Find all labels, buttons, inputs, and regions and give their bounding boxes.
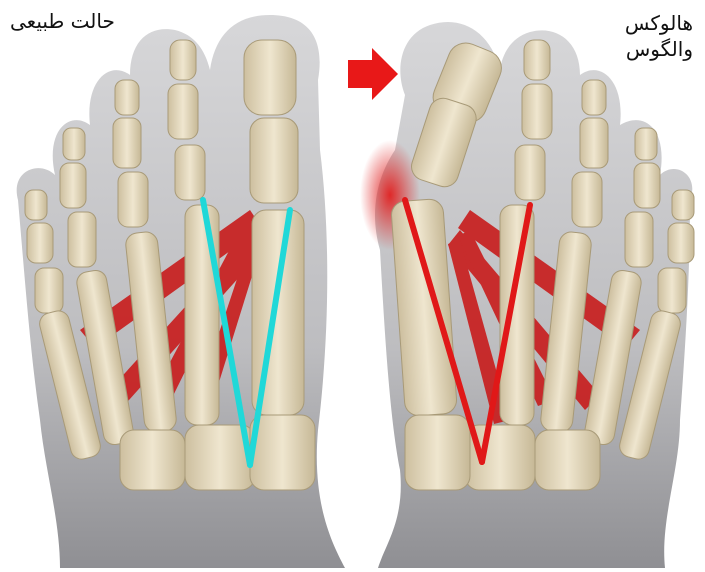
- normal-foot: [17, 15, 345, 568]
- hallux-valgus-foot: [360, 22, 694, 568]
- hallux-valgus-label-line2: والگوس: [625, 36, 693, 62]
- hallux-valgus-label-line1: هالوکس: [625, 10, 693, 36]
- hallux-valgus-label: هالوکس والگوس: [625, 10, 693, 62]
- arrow-icon: [348, 48, 398, 100]
- normal-label: حالت طبیعی: [10, 8, 115, 34]
